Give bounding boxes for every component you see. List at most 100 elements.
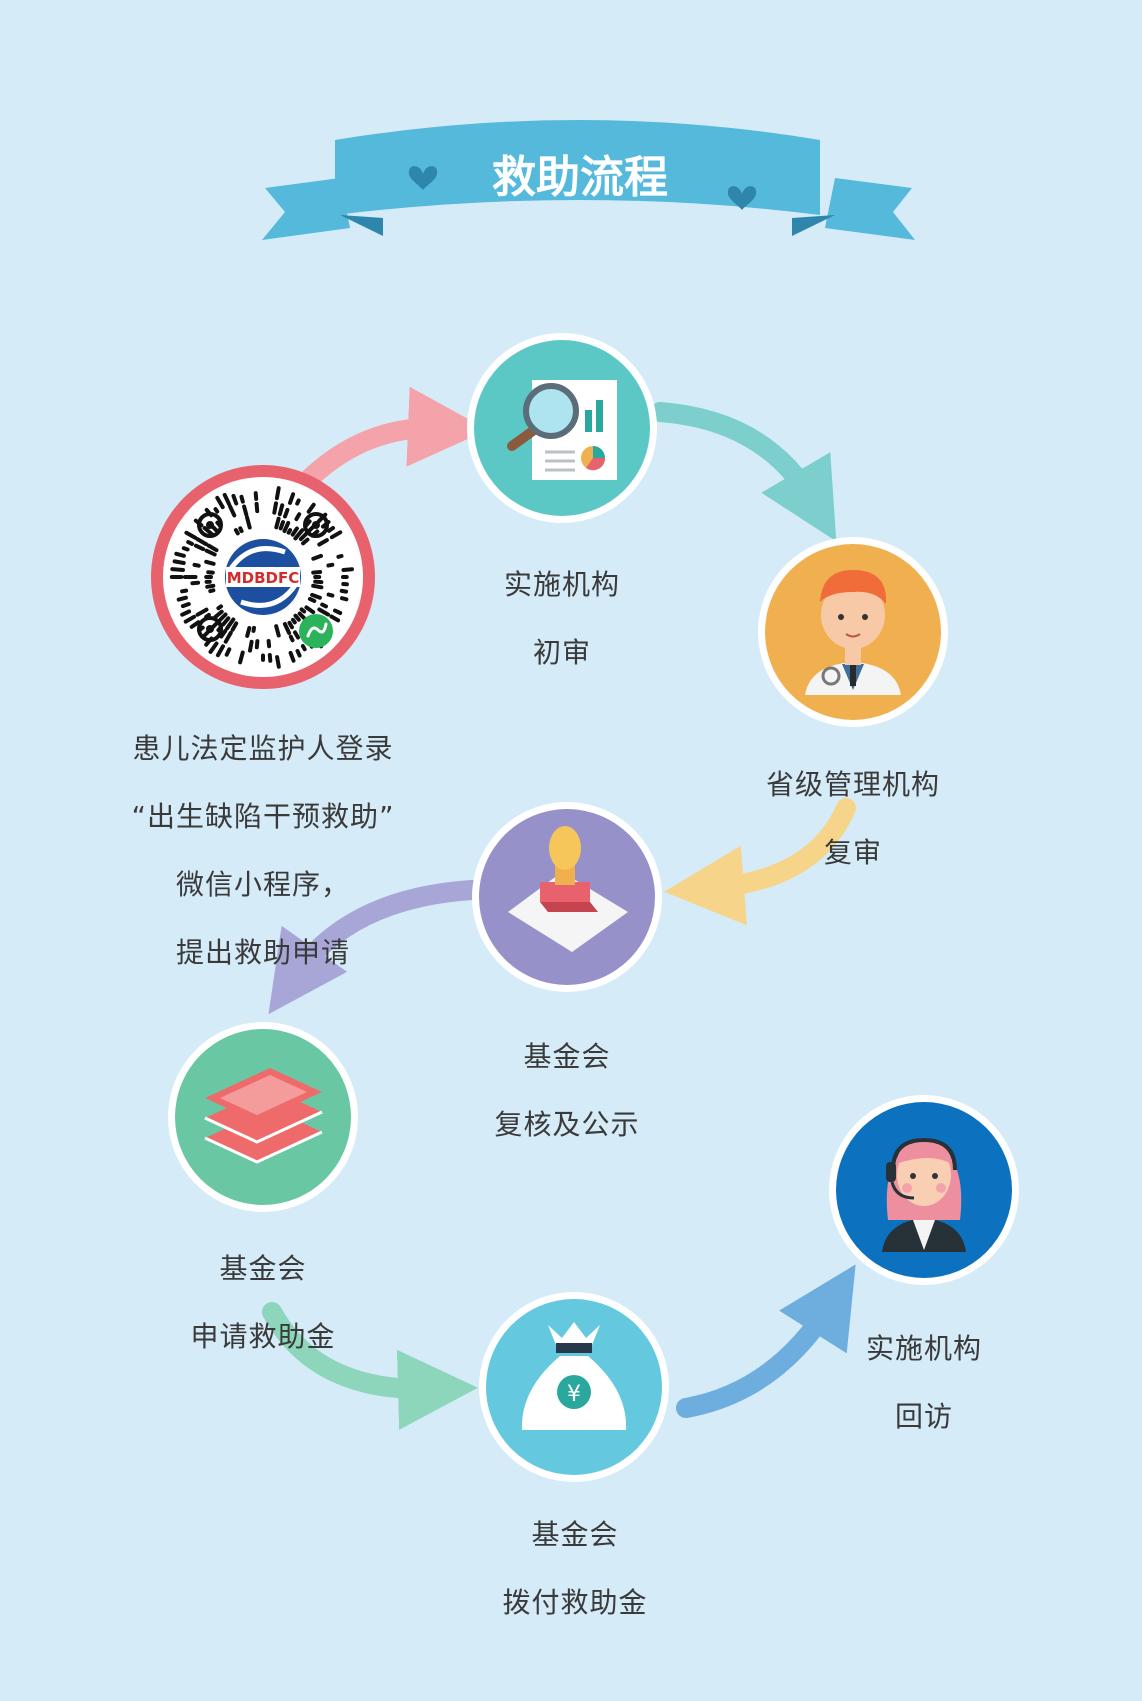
qr-module [298, 531, 309, 542]
qr-module [301, 537, 310, 546]
qr-module [242, 504, 249, 517]
qr-module [299, 607, 307, 614]
qr-module [274, 624, 281, 638]
qr-module [208, 588, 216, 594]
step-label-line: 复审 [823, 836, 882, 869]
qr-module [225, 617, 236, 631]
qr-module [288, 650, 296, 663]
money-stack-icon [168, 1022, 358, 1212]
qr-module [288, 492, 296, 505]
step-label-followup: 实施机构 回访 [814, 1298, 1034, 1468]
qr-module [184, 530, 198, 540]
qr-module [283, 507, 290, 519]
qr-module [307, 596, 317, 603]
qr-module [275, 655, 281, 669]
step-label-line: 微信小程序， [175, 868, 350, 901]
step-label-line: 实施机构 [865, 1332, 982, 1365]
qr-module [333, 608, 343, 615]
qr-module [176, 595, 188, 602]
qr-module [224, 647, 232, 657]
qr-module [204, 548, 217, 557]
qr-module [293, 613, 301, 622]
qr-module [341, 567, 354, 572]
qr-code-icon: MDBDFC [151, 465, 375, 689]
qr-module [180, 609, 192, 617]
step-label-line: 提出救助申请 [175, 936, 350, 969]
qr-logo-text: MDBDFC [227, 569, 300, 587]
qr-module [174, 551, 186, 558]
qr-module [180, 602, 191, 609]
qr-module [272, 501, 278, 515]
qr-module [274, 516, 281, 530]
step-label-line: 拨付救助金 [502, 1586, 648, 1619]
qr-module [230, 621, 239, 632]
qr-module [213, 609, 224, 619]
step-label-line: 初审 [532, 636, 591, 669]
mini-program-icon [299, 614, 333, 648]
qr-module [251, 625, 256, 633]
qr-module [216, 604, 223, 611]
qr-module [326, 562, 335, 568]
qr-module [326, 526, 335, 533]
qr-module [274, 486, 281, 501]
qr-module [267, 653, 273, 663]
qr-module [208, 641, 219, 654]
qr-module [288, 634, 295, 643]
qr-module [180, 588, 189, 594]
qr-module [172, 559, 186, 565]
step-label-line: 省级管理机构 [765, 768, 940, 801]
step-label-line: 基金会 [531, 1518, 619, 1551]
qr-module [183, 614, 197, 624]
qr-module [213, 507, 220, 514]
qr-module [329, 614, 341, 623]
qr-module [286, 528, 293, 535]
page-title: 救助流程 [492, 152, 668, 203]
qr-module [222, 492, 232, 507]
qr-module [304, 519, 312, 528]
qr-module [245, 626, 252, 638]
qr-module [195, 607, 209, 617]
qr-module [311, 553, 323, 561]
qr-module [313, 579, 324, 585]
step-label-line: 回访 [894, 1400, 953, 1433]
magnifier-report-icon [467, 333, 657, 523]
qr-module [248, 639, 254, 653]
qr-module [291, 617, 297, 625]
qr-module [293, 630, 300, 640]
qr-module [277, 503, 285, 517]
qr-module [306, 502, 316, 514]
qr-module [215, 644, 225, 658]
qr-module [339, 588, 349, 594]
money-bag-icon: ¥ [479, 1292, 669, 1482]
qr-module [245, 515, 252, 530]
stamp-icon [472, 802, 662, 992]
qr-module [282, 622, 292, 635]
qr-module [217, 612, 228, 623]
qr-module [170, 567, 185, 572]
currency-symbol: ¥ [567, 1382, 581, 1407]
heart-icon [727, 186, 757, 210]
step-label-disburse: 基金会 拨付救助金 [465, 1484, 685, 1654]
arrow-1 [298, 386, 488, 490]
qr-module [233, 528, 240, 536]
step-label-foundation-check: 基金会 复核及公示 [457, 1006, 677, 1176]
step-label-line: 申请救助金 [190, 1320, 336, 1353]
step-label-line: 实施机构 [503, 568, 620, 601]
qr-module [290, 526, 299, 537]
step-label-apply-fund: 基金会 申请救助金 [153, 1218, 373, 1388]
qr-module [201, 630, 210, 639]
qr-module [204, 559, 216, 566]
qr-module [295, 648, 302, 658]
qr-module [311, 570, 323, 575]
qr-module [310, 592, 322, 600]
qr-module [238, 526, 244, 534]
step-label-line: 复核及公示 [494, 1108, 640, 1141]
step-label-line: 患儿法定监护人登录 [132, 732, 394, 765]
qr-module [202, 526, 215, 537]
qr-module [221, 616, 231, 627]
qr-module [192, 562, 201, 568]
step-label-initial-review: 实施机构 初审 [452, 534, 672, 704]
qr-module [254, 501, 260, 514]
arrow-6 [676, 1264, 856, 1418]
